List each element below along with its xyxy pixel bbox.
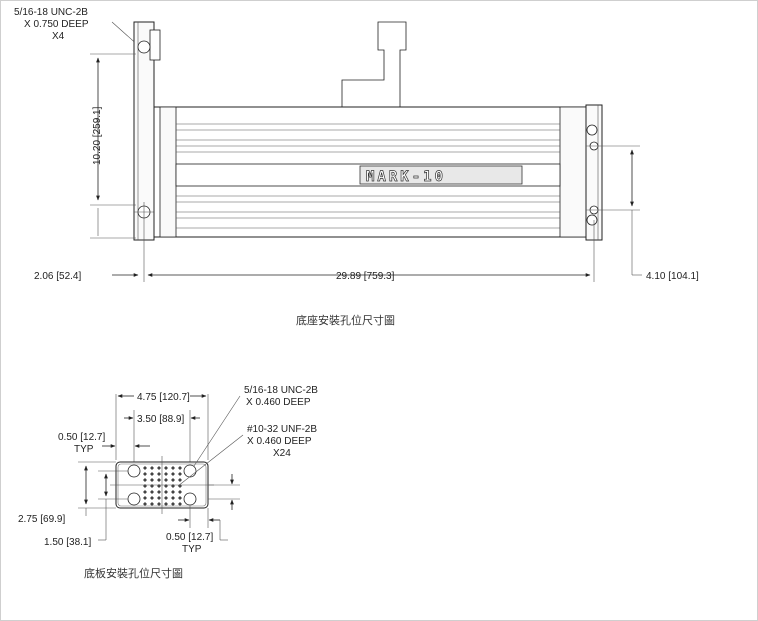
callout-b-line1: #10-32 UNF-2B xyxy=(247,424,317,435)
tapped-hole xyxy=(157,496,161,500)
top-callout-line3: X4 xyxy=(52,31,65,42)
callout-a-line2: X 0.460 DEEP xyxy=(246,397,311,408)
tapped-hole xyxy=(178,478,182,482)
right-offset-dimension: 4.10 [104.1] xyxy=(630,149,699,282)
dim-left-offset-label: 2.06 [52.4] xyxy=(34,271,81,282)
dim-plate-height-label: 2.75 [69.9] xyxy=(18,514,65,525)
dim-right-offset-label: 4.10 [104.1] xyxy=(646,271,699,282)
tapped-hole xyxy=(164,502,168,506)
tapped-hole xyxy=(164,490,168,494)
corner-hole xyxy=(183,492,197,506)
tapped-hole xyxy=(171,502,175,506)
brand-plate xyxy=(359,165,523,185)
hole-grid xyxy=(143,466,182,506)
callout-b-line3: X24 xyxy=(273,448,291,459)
tapped-hole xyxy=(178,496,182,500)
tapped-hole xyxy=(157,472,161,476)
tapped-hole xyxy=(164,466,168,470)
dim-plate-width-label: 4.75 [120.7] xyxy=(137,392,190,403)
tapped-hole xyxy=(150,478,154,482)
right-end-bracket xyxy=(585,104,640,241)
tapped-hole xyxy=(150,490,154,494)
tapped-hole xyxy=(143,490,147,494)
tapped-hole xyxy=(143,478,147,482)
bottom-typ-label: TYP xyxy=(182,544,202,555)
tapped-hole xyxy=(143,502,147,506)
dim-inner-height-label: 1.50 [38.1] xyxy=(44,537,91,548)
top-view: 5/16-18 UNC-2B X 0.750 DEEP X4 xyxy=(14,7,699,327)
tapped-hole xyxy=(143,466,147,470)
bottom-view: 4.75 [120.7] 3.50 [88.9] 0.50 [12.7] TYP… xyxy=(18,385,318,580)
tapped-hole xyxy=(150,502,154,506)
dim-height-label: 10.20 [259.1] xyxy=(92,106,103,165)
tapped-hole xyxy=(171,466,175,470)
tapped-hole xyxy=(164,472,168,476)
bottom-view-caption: 底板安裝孔位尺寸圖 xyxy=(84,566,183,580)
tapped-hole xyxy=(171,490,175,494)
rail-body: MARK-10 xyxy=(153,106,587,238)
callout-b-line2: X 0.460 DEEP xyxy=(247,436,312,447)
top-view-caption: 底座安裝孔位尺寸圖 xyxy=(296,313,395,327)
tapped-hole xyxy=(143,472,147,476)
dim-left-typ-label: 0.50 [12.7] xyxy=(58,432,105,443)
left-typ-label: TYP xyxy=(74,444,94,455)
dim-inner-width-label: 3.50 [88.9] xyxy=(137,414,184,425)
dim-length-label: 29.89 [759.3] xyxy=(336,271,395,282)
callout-a-leader xyxy=(193,395,241,467)
tapped-hole xyxy=(157,466,161,470)
tapped-hole xyxy=(150,496,154,500)
tapped-hole xyxy=(143,496,147,500)
tapped-hole xyxy=(157,478,161,482)
mount-hole xyxy=(586,124,598,136)
tapped-hole xyxy=(164,496,168,500)
tapped-hole xyxy=(178,502,182,506)
tapped-hole xyxy=(150,472,154,476)
tapped-hole xyxy=(178,466,182,470)
tapped-hole xyxy=(171,478,175,482)
top-callout-line1: 5/16-18 UNC-2B xyxy=(14,7,88,18)
brand-label: MARK-10 xyxy=(366,169,446,185)
tapped-hole xyxy=(157,490,161,494)
corner-hole xyxy=(183,464,197,478)
tapped-hole xyxy=(150,466,154,470)
callout-b-leader xyxy=(177,434,244,487)
height-dimension: 10.20 [259.1] xyxy=(90,53,136,239)
mount-hole xyxy=(586,214,598,226)
tapped-hole xyxy=(157,502,161,506)
tapped-hole xyxy=(171,472,175,476)
tapped-hole xyxy=(178,472,182,476)
corner-hole xyxy=(127,492,141,506)
callout-a-line1: 5/16-18 UNC-2B xyxy=(244,385,318,396)
top-callout-line2: X 0.750 DEEP xyxy=(24,19,89,30)
tapped-hole xyxy=(171,496,175,500)
tapped-hole xyxy=(164,478,168,482)
tapped-hole xyxy=(178,490,182,494)
carriage xyxy=(341,21,407,107)
base-plate xyxy=(110,456,214,514)
mount-hole xyxy=(137,40,151,54)
corner-hole xyxy=(127,464,141,478)
length-dimension: 29.89 [759.3] 2.06 [52.4] xyxy=(34,220,595,282)
dim-bottom-typ-label: 0.50 [12.7] xyxy=(166,532,213,543)
